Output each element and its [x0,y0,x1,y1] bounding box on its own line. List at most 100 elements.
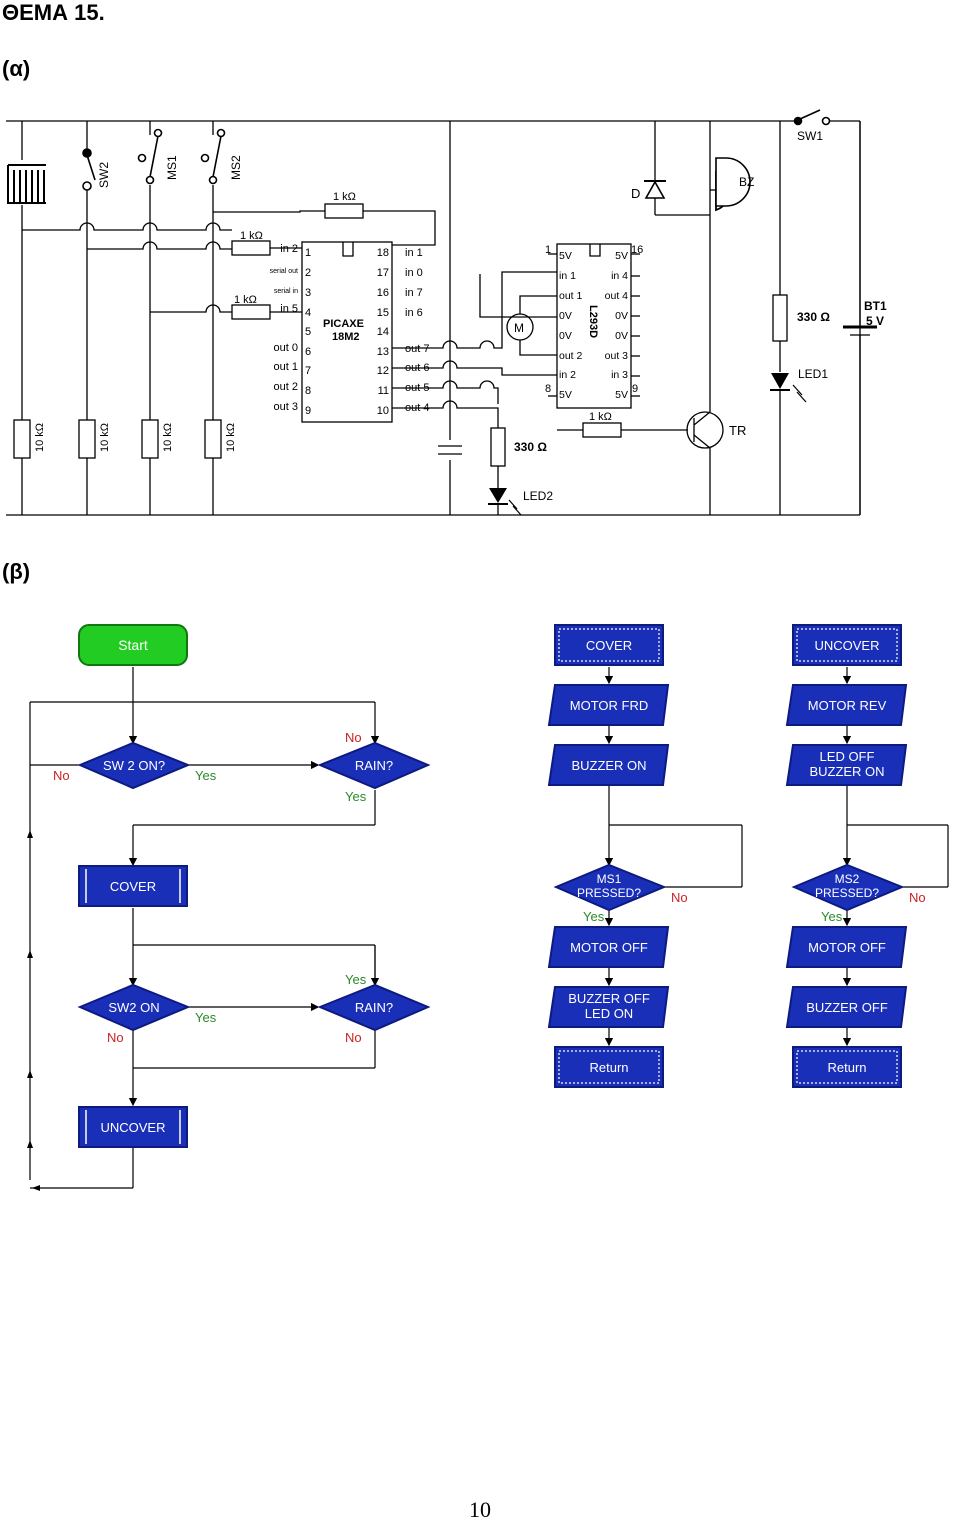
cover-return-label: Return [589,1060,628,1075]
start-terminal[interactable] [78,624,188,666]
picaxe-label-right-2: in 0 [405,267,423,279]
cover-motor-frd[interactable] [547,684,670,726]
uncover-return[interactable] [792,1046,902,1088]
cover-return[interactable] [554,1046,664,1088]
uncover-buzzer-off-label: BUZZER OFF [806,1000,888,1015]
picaxe-pin-right-12: 12 [377,365,389,377]
picaxe-name: PICAXE [323,318,364,330]
l293-label-right-8: 5V [615,389,628,401]
circuit-diagram: SW2 MS1 MS2 10 kΩ 10 kΩ 10 kΩ 10 kΩ 1 kΩ… [6,109,887,516]
uncover-ms2-yes: Yes [821,909,843,924]
l293-label-left-3: out 1 [559,290,583,302]
l293-label-left-2: in 1 [559,270,576,282]
l293-label-left-7: in 2 [559,369,576,381]
picaxe-pin-left-3: 3 [305,287,311,299]
l293-pin-16: 16 [631,244,643,256]
cover-sub-start[interactable] [554,624,664,666]
r10k-label-1: 10 kΩ [34,423,46,452]
bz-label: BZ [739,175,754,189]
r330-led1-label: 330 Ω [797,310,830,324]
picaxe-pin-right-14: 14 [377,326,389,338]
sw2-yes-label: Yes [195,768,217,783]
uncover-ms2-decision[interactable] [791,863,905,912]
ms2-label: MS2 [229,155,243,180]
rain-decision-1[interactable] [317,741,431,790]
led2-icon [488,488,522,516]
cover-call-label: COVER [110,879,156,894]
uncover-led-off-label-2: BUZZER ON [809,764,884,779]
picaxe-pin-left-9: 9 [305,405,311,417]
sw2-on-decision-2-label: SW2 ON [108,1000,159,1015]
cover-buzzer-on[interactable] [547,744,670,786]
picaxe-pin-right-18: 18 [377,247,389,259]
rain2-yes-label: Yes [345,972,367,987]
picaxe-pin-right-10: 10 [377,405,389,417]
l293-label-left-5: 0V [559,330,572,342]
uncover-led-off-label-1: LED OFF [820,749,875,764]
uncover-motor-rev-label: MOTOR REV [808,698,887,713]
sw2-on-decision[interactable] [77,741,191,790]
picaxe-label-left-8: out 2 [274,381,298,393]
cover-motor-frd-label: MOTOR FRD [570,698,648,713]
picaxe-label-right-7: out 6 [405,362,429,374]
led1-icon [770,373,807,403]
r10k-label-4: 10 kΩ [225,423,237,452]
picaxe-pin-left-7: 7 [305,365,311,377]
cover-ms1-label-1: MS1 [597,872,622,886]
picaxe-label-right-9: out 4 [405,402,429,414]
flowchart: Start SW 2 ON? Yes No RAIN? No Yes COVER… [27,624,949,1191]
r330-led2-label: 330 Ω [514,440,547,454]
uncover-call-label: UNCOVER [100,1120,165,1135]
cover-ms1-decision[interactable] [553,863,667,912]
rain-decision-2[interactable] [317,983,431,1032]
picaxe-pin-left-2: 2 [305,267,311,279]
cover-motor-off[interactable] [547,926,670,968]
bt1-voltage: 5 V [866,314,884,328]
l293-label-right-3: out 4 [605,290,629,302]
r10k-label-3: 10 kΩ [162,423,174,452]
uncover-call[interactable] [78,1106,188,1148]
uncover-sub-start[interactable] [792,624,902,666]
l293-label-right-4: 0V [615,310,628,322]
sw2-on-decision-2[interactable] [77,983,191,1032]
picaxe-label-left-9: out 3 [274,401,298,413]
picaxe-label-right-3: in 7 [405,287,423,299]
picaxe-pin-right-17: 17 [377,267,389,279]
cover-buzzer-on-label: BUZZER ON [571,758,646,773]
cover-call[interactable] [78,865,188,907]
rain1-yes-label: Yes [345,789,367,804]
picaxe-label-left-4: in 5 [280,303,298,315]
r1k-label-top: 1 kΩ [333,191,356,203]
section-b-label: (β) [2,559,31,584]
picaxe-label-left-1: in 2 [280,243,298,255]
uncover-led-off[interactable] [785,744,908,786]
diode-icon [644,180,666,199]
picaxe-label-left-7: out 1 [274,361,298,373]
cover-ms1-no: No [671,890,688,905]
l293-pin-9: 9 [632,383,638,395]
picaxe-label-left-3: serial in [274,288,298,295]
l293-label-right-2: in 4 [611,270,628,282]
picaxe-pin-right-11: 11 [378,385,389,397]
l293-label-left-4: 0V [559,310,572,322]
picaxe-pin-left-6: 6 [305,346,311,358]
uncover-return-label: Return [827,1060,866,1075]
rain-decision-2-label: RAIN? [355,1000,393,1015]
cover-buzzer-off[interactable] [547,986,670,1028]
sw1-label: SW1 [797,129,823,143]
r1k-label-in5: 1 kΩ [234,294,257,306]
sw2b-no-label: No [107,1030,124,1045]
page-title: ΘΕΜΑ 15. [2,0,105,25]
uncover-motor-off[interactable] [785,926,908,968]
bt1-label: BT1 [864,299,887,313]
l293-label-left-8: 5V [559,389,572,401]
l293-label-right-1: 5V [615,250,628,262]
l293-label-right-5: 0V [615,330,628,342]
uncover-buzzer-off[interactable] [785,986,908,1028]
r1k-label-tr: 1 kΩ [589,411,612,423]
rain-decision-1-label: RAIN? [355,758,393,773]
cover-buzzer-off-label-2: LED ON [585,1006,633,1021]
ms1-label: MS1 [165,155,179,180]
picaxe-pin-right-16: 16 [377,287,389,299]
uncover-motor-rev[interactable] [785,684,908,726]
